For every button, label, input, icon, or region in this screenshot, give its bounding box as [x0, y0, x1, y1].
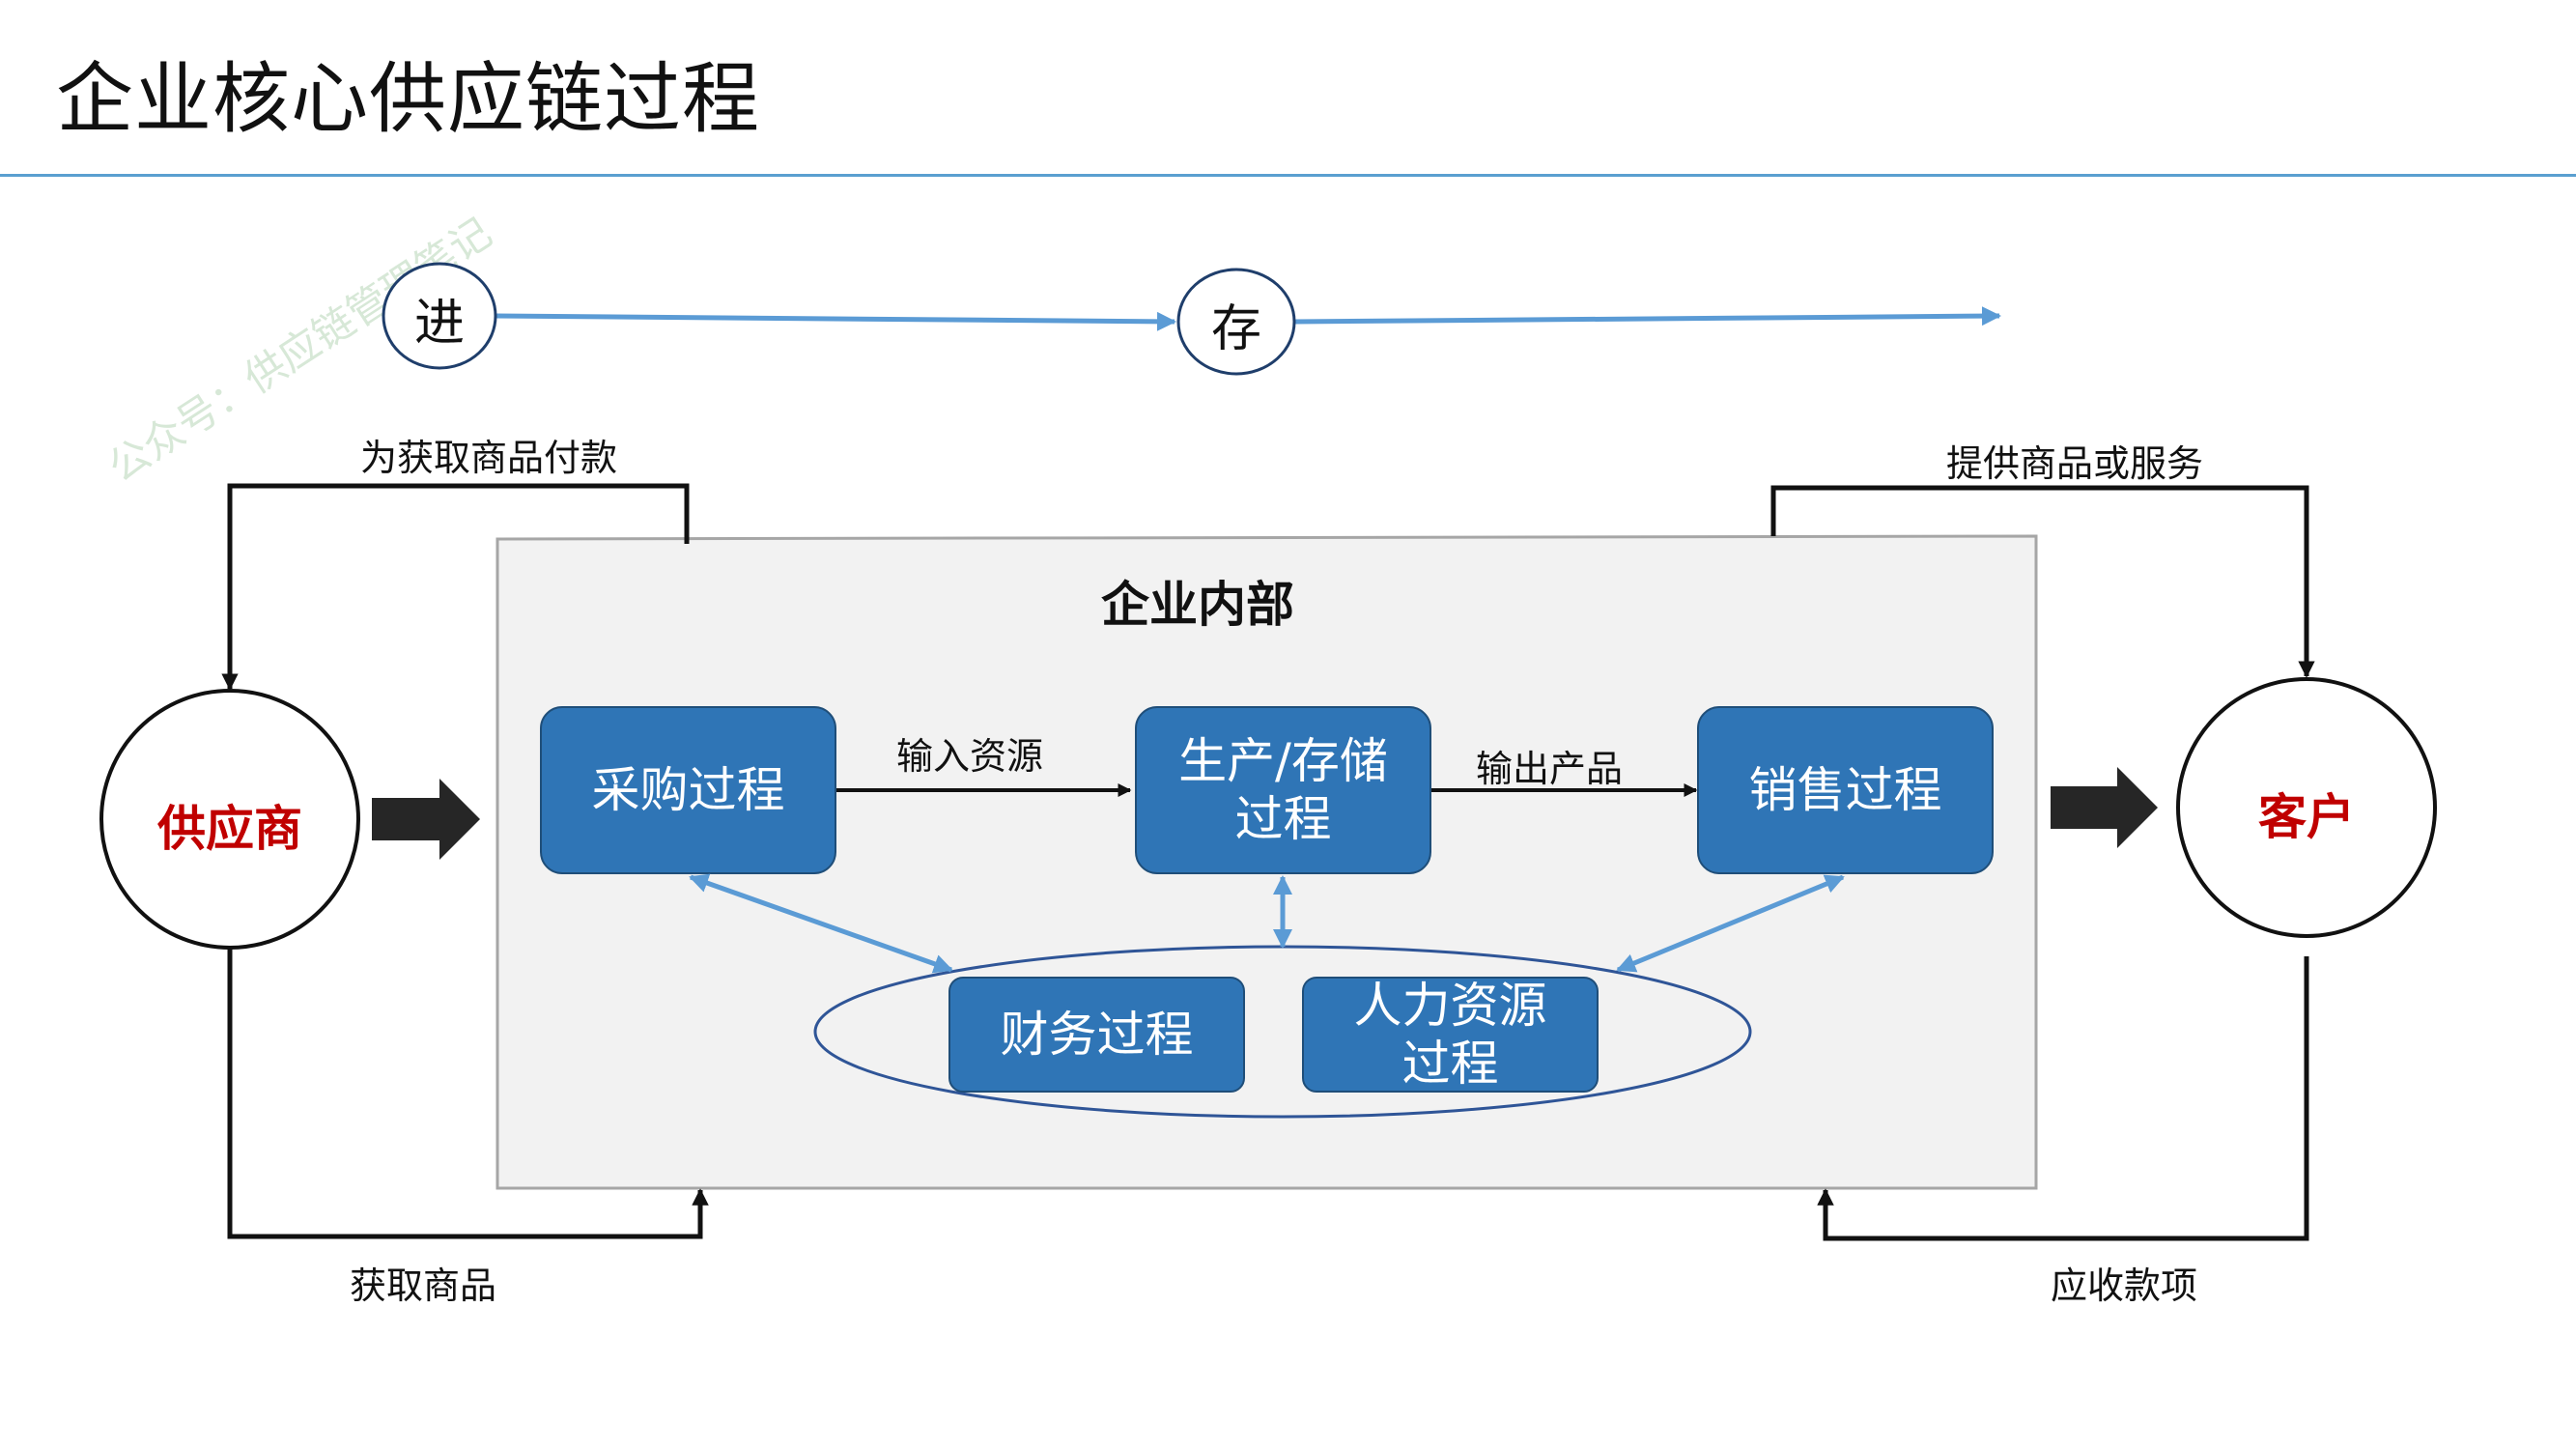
finance-label: 财务过程	[1000, 1007, 1194, 1063]
supplier-circle	[99, 689, 360, 950]
get-goods-arrow	[227, 949, 709, 1239]
procurement-box	[540, 706, 836, 874]
provide-goods-label: 提供商品或服务	[1946, 442, 2204, 485]
flow-node-in	[382, 262, 497, 370]
sales-hr-link	[1616, 874, 1845, 973]
supplier-block-arrow	[372, 779, 480, 860]
finance-box	[948, 977, 1245, 1093]
hr-box	[1302, 977, 1599, 1093]
pay-for-goods-arrow	[221, 483, 690, 691]
flow-line	[382, 262, 2001, 376]
input-resources-label: 输入资源	[896, 735, 1044, 778]
receivables-label: 应收款项	[2051, 1264, 2198, 1307]
procurement-finance-link	[689, 873, 953, 974]
receivables-arrow	[1817, 956, 2309, 1241]
customer-circle	[2176, 677, 2437, 938]
provide-goods-arrow	[1770, 485, 2315, 678]
output-products-label: 输出产品	[1476, 748, 1624, 790]
procurement-label: 采购过程	[591, 762, 785, 818]
flow-node-in-label: 进	[413, 295, 465, 353]
production-box	[1135, 706, 1431, 874]
sales-label: 销售过程	[1748, 762, 1942, 818]
flow-node-store-label: 存	[1210, 300, 1261, 358]
flow-node-store	[1176, 268, 1296, 376]
title-divider	[0, 174, 2576, 177]
production-label: 生产/存储过程	[1178, 733, 1388, 847]
pay-for-goods-label: 为获取商品付款	[360, 437, 618, 479]
customer-label: 客户	[2258, 789, 2355, 845]
sales-box	[1697, 706, 1994, 874]
enterprise-title: 企业内部	[1101, 577, 1294, 633]
hr-label: 人力资源过程	[1353, 978, 1547, 1092]
page-title: 企业核心供应链过程	[56, 54, 760, 144]
customer-block-arrow	[2051, 767, 2158, 848]
supplier-label: 供应商	[157, 801, 302, 857]
get-goods-label: 获取商品	[350, 1264, 497, 1307]
